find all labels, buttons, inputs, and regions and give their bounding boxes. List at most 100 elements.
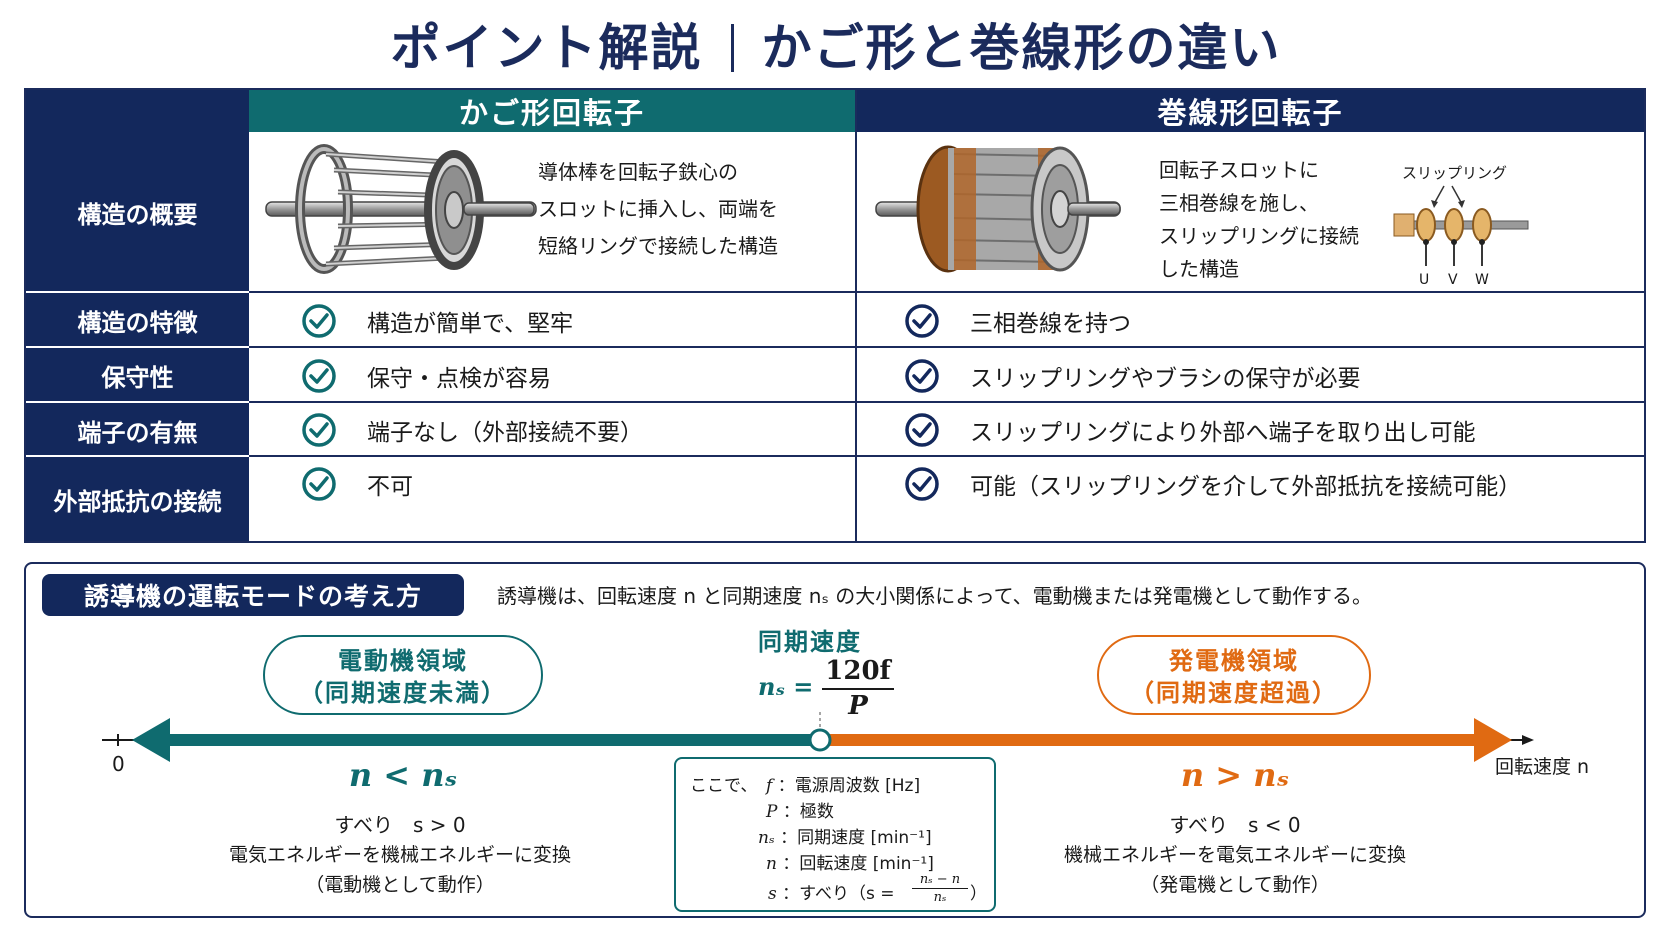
phase-label-v: V xyxy=(1448,272,1458,288)
row-divider xyxy=(249,346,1644,348)
slip-close: ） xyxy=(970,884,987,904)
check-circle-icon xyxy=(905,359,939,393)
slip-ring-label: スリップリング xyxy=(1402,164,1508,182)
cage-feature-text: 構造が簡単で、堅牢 xyxy=(367,311,574,337)
motor-action: （電動機として動作） xyxy=(305,874,495,896)
row-label-features: 構造の特徴 xyxy=(26,293,249,348)
generator-region-sub: （同期速度超過） xyxy=(1130,679,1338,707)
definition-text: ：電源周波数 [Hz] xyxy=(777,776,921,796)
cage-description: 導体棒を回転子鉄心の スロットに挿入し、両端を 短絡リングで接続した構造 xyxy=(538,154,778,265)
definition-ns: nₛ ：同期速度 [min⁻¹] xyxy=(758,823,932,848)
wound-rotor-illustration xyxy=(875,145,1121,273)
column-header-cage: かご形回転子 xyxy=(249,90,855,132)
definitions-box: ここで、 f ：電源周波数 [Hz] P ：極数 nₛ ：同期速度 [min⁻¹… xyxy=(674,757,996,912)
motor-slip: すべり s > 0 xyxy=(334,813,466,837)
wound-resistance-cell: 可能（スリップリングを介して外部抵抗を接続可能） xyxy=(904,458,1521,510)
axis-label: 回転速度 n xyxy=(1495,756,1590,778)
definition-n: n ：回転速度 [min⁻¹] xyxy=(766,849,934,874)
check-circle-icon xyxy=(302,413,336,447)
row-divider xyxy=(249,291,1644,293)
slip-fraction-denominator: nₛ xyxy=(933,890,947,905)
mode-badge: 誘導機の運転モードの考え方 xyxy=(42,574,464,616)
wound-feature-cell: 三相巻線を持つ xyxy=(904,295,1131,347)
sync-formula-fraction: 120f P xyxy=(822,654,894,722)
cage-description-line: 導体棒を回転子鉄心の xyxy=(538,160,738,184)
check-circle-icon xyxy=(302,359,336,393)
cage-resistance-cell: 不可 xyxy=(301,458,413,510)
row-label-maintenance: 保守性 xyxy=(26,348,249,403)
operating-mode-panel xyxy=(24,562,1646,918)
definition-s: s ：すべり（s = xyxy=(768,879,894,904)
check-circle-icon xyxy=(905,413,939,447)
sync-formula-lhs: nₛ = xyxy=(758,672,814,701)
row-divider xyxy=(249,455,1644,457)
generator-energy: 機械エネルギーを電気エネルギーに変換 xyxy=(1063,844,1406,866)
cage-terminal-cell: 端子なし（外部接続不要） xyxy=(301,404,643,456)
definition-text: ：極数 xyxy=(782,802,834,822)
row-label-divider xyxy=(26,346,249,348)
generator-condition: n > nₛ xyxy=(1180,756,1290,794)
wound-description-line: 三相巻線を施し、 xyxy=(1159,191,1319,215)
definition-symbol: s xyxy=(768,884,777,904)
motor-region-box: 電動機領域 （同期速度未満） xyxy=(263,635,543,715)
definition-symbol: f xyxy=(766,776,773,796)
speed-axis xyxy=(102,712,1534,762)
axis-zero-label: 0 xyxy=(112,752,125,776)
slip-ring-diagram xyxy=(1393,185,1529,266)
cage-maintenance-cell: 保守・点検が容易 xyxy=(301,350,551,402)
slip-fraction-numerator: nₛ − n xyxy=(912,871,968,889)
check-circle-icon xyxy=(905,467,939,501)
column-header-wound: 巻線形回転子 xyxy=(857,90,1644,132)
row-label-resistance: 外部抵抗の接続 xyxy=(26,457,249,541)
slip-fraction: nₛ − n nₛ xyxy=(912,871,968,906)
cage-maintenance-text: 保守・点検が容易 xyxy=(367,366,551,392)
check-circle-icon xyxy=(302,467,336,501)
cage-rotor-illustration xyxy=(265,144,537,274)
row-label-divider xyxy=(26,291,249,293)
comparison-table: かご形回転子 巻線形回転子 構造の概要 構造の特徴 保守性 端子の有無 外部抵抗… xyxy=(24,88,1646,543)
phase-label-u: U xyxy=(1419,272,1430,288)
definition-f: f ：電源周波数 [Hz] xyxy=(766,771,920,796)
title-right: かご形と巻線形の違い xyxy=(761,19,1282,77)
motor-region-sub: （同期速度未満） xyxy=(299,679,507,707)
wound-description-line: 回転子スロットに xyxy=(1159,158,1319,182)
row-label-divider xyxy=(26,401,249,403)
cage-description-line: 短絡リングで接続した構造 xyxy=(538,234,778,258)
page-title: ポイント解説かご形と巻線形の違い xyxy=(0,8,1672,80)
motor-info: すべり s > 0 電気エネルギーを機械エネルギーに変換 （電動機として動作） xyxy=(205,810,595,900)
sync-formula-denominator: P xyxy=(848,691,868,721)
title-left: ポイント解説 xyxy=(390,19,703,77)
row-label-overview: 構造の概要 xyxy=(26,132,249,293)
check-circle-icon xyxy=(302,304,336,338)
motor-region-name: 電動機領域 xyxy=(338,647,468,675)
generator-slip: すべり s < 0 xyxy=(1169,813,1301,837)
cage-terminal-text: 端子なし（外部接続不要） xyxy=(367,420,643,446)
mode-intro: 誘導機は、回転速度 n と同期速度 nₛ の大小関係によって、電動機または発電機… xyxy=(497,584,1373,608)
definition-symbol: P xyxy=(766,802,778,822)
definition-text: ：同期速度 [min⁻¹] xyxy=(780,828,932,848)
generator-region-box: 発電機領域 （同期速度超過） xyxy=(1097,635,1371,715)
motor-energy: 電気エネルギーを機械エネルギーに変換 xyxy=(228,844,571,866)
row-label-terminals: 端子の有無 xyxy=(26,403,249,457)
wound-terminal-cell: スリップリングにより外部へ端子を取り出し可能 xyxy=(904,404,1476,456)
definition-text: ：すべり（s = xyxy=(782,884,895,904)
row-label-divider xyxy=(26,455,249,457)
sync-speed-label: 同期速度 xyxy=(758,628,862,656)
generator-action: （発電機として動作） xyxy=(1140,874,1330,896)
wound-resistance-text: 可能（スリップリングを介して外部抵抗を接続可能） xyxy=(970,474,1522,500)
wound-maintenance-text: スリップリングやブラシの保守が必要 xyxy=(970,366,1361,392)
definition-symbol: nₛ xyxy=(758,828,775,848)
definition-symbol: n xyxy=(766,854,777,874)
generator-region-name: 発電機領域 xyxy=(1169,647,1299,675)
wound-maintenance-cell: スリップリングやブラシの保守が必要 xyxy=(904,350,1361,402)
definition-text: ：回転速度 [min⁻¹] xyxy=(782,854,934,874)
cage-feature-cell: 構造が簡単で、堅牢 xyxy=(301,295,573,347)
wound-terminal-text: スリップリングにより外部へ端子を取り出し可能 xyxy=(970,420,1476,446)
wound-description: 回転子スロットに 三相巻線を施し、 スリップリングに接続 した構造 xyxy=(1159,154,1359,286)
row-divider xyxy=(249,401,1644,403)
phase-label-w: W xyxy=(1475,272,1489,288)
check-circle-icon xyxy=(905,304,939,338)
column-divider xyxy=(855,90,857,541)
title-divider xyxy=(730,23,734,72)
cage-description-line: スロットに挿入し、両端を xyxy=(538,197,778,221)
